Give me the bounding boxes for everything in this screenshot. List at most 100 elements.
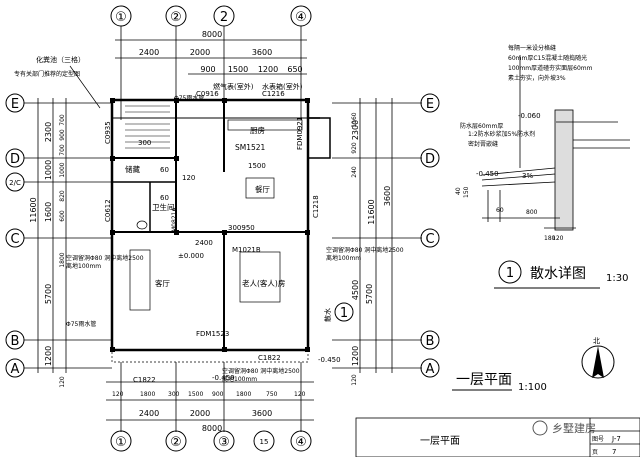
window-c0612: C0612	[104, 199, 112, 222]
svg-text:15: 15	[260, 438, 269, 446]
title-block-name: 一层平面	[420, 435, 460, 447]
title-block	[355, 417, 640, 457]
right-detail-3: 920	[351, 142, 358, 154]
left-dimensions	[24, 98, 112, 373]
bottom-detail-2: 1800	[140, 391, 155, 398]
svg-text:2/C: 2/C	[9, 179, 21, 187]
stair-window-label: SM1521	[235, 143, 266, 152]
bottom-detail-1: 120	[112, 391, 124, 398]
dim-60a: 60	[160, 166, 169, 174]
right-grid-axis-A: A	[420, 358, 440, 378]
top-dimensions	[115, 26, 307, 120]
left-detail-6: 600	[59, 210, 66, 222]
svg-text:一层平面: 一层平面	[456, 372, 512, 388]
window-c1216: C1216	[262, 90, 285, 98]
left-grid-axis-E: E	[5, 93, 25, 113]
svg-text:2: 2	[220, 10, 228, 25]
bottom-grid-axis-sub: 15	[253, 430, 275, 452]
bottom-dimensions	[106, 362, 314, 432]
floor-plan-walls	[110, 98, 331, 363]
door-fdm0921: FDM0921	[296, 117, 304, 150]
drainage-detail-drawing	[481, 55, 630, 231]
bottom-detail-6: 1800	[236, 391, 251, 398]
bottom-detail-8: 120	[294, 391, 306, 398]
detail-note-3: 100mm厚道碴夯实面层60mm	[508, 64, 593, 72]
right-total-dim: 11600	[367, 199, 376, 224]
north-arrow: 北	[581, 337, 615, 379]
svg-text:B: B	[11, 334, 20, 349]
svg-text:B: B	[426, 334, 435, 349]
bottom-total-dim: 8000	[202, 424, 222, 433]
svg-text:乡墅建房: 乡墅建房	[552, 421, 596, 435]
stair-steps	[125, 105, 170, 149]
detail-note-2: 60mm厚C15混凝土随捣随光	[508, 54, 587, 62]
toilet	[136, 220, 148, 230]
bottom-detail-5: 900	[212, 391, 224, 398]
ac-height-1: 离地100mm	[66, 262, 101, 270]
svg-text:1: 1	[506, 266, 514, 281]
right-grid-axis-C: C	[420, 228, 440, 248]
watermark: 乡墅建房	[532, 420, 596, 436]
top-dim-3: 3600	[252, 48, 272, 57]
pipe-water: 水表箱(室外)	[262, 82, 303, 91]
right-detail-4: 120	[351, 374, 358, 386]
title-block-page-value: 7	[612, 448, 616, 456]
detail-title: 1 散水详图 1:30	[494, 260, 628, 289]
sofa	[129, 249, 151, 311]
top-grid-axis-4: ④	[290, 5, 312, 27]
svg-text:④: ④	[295, 10, 307, 25]
right-dim-4: 3600	[383, 186, 392, 206]
bed	[239, 251, 281, 303]
svg-text:散水详图: 散水详图	[530, 266, 586, 282]
top-dim-1: 2400	[139, 48, 159, 57]
detail-dim-120: 120	[552, 235, 564, 242]
detail-dim-150: 150	[463, 186, 470, 198]
right-detail-2: 240	[351, 166, 358, 178]
svg-text:1: 1	[340, 306, 348, 321]
left-dim-1: 2300	[44, 122, 53, 142]
window-c1822b: C1822	[258, 354, 281, 362]
bottom-detail-7: 750	[266, 391, 278, 398]
svg-text:A: A	[11, 362, 20, 377]
left-grid-axis-D: D	[5, 148, 25, 168]
ac-note-3: 空调留洞Φ80 洞中离地2500	[222, 367, 300, 375]
window-c1218: C1218	[312, 195, 320, 218]
room-dining: 餐厅	[255, 185, 270, 194]
room-storage: 储藏	[125, 164, 140, 174]
left-dim-3: 1600	[44, 202, 53, 222]
svg-text:④: ④	[295, 435, 307, 450]
dim-120: 120	[182, 174, 195, 182]
door-m0821a: M0821A	[171, 207, 178, 232]
left-grid-axis-B: B	[5, 330, 25, 350]
right-detail-1: 1160	[351, 112, 358, 127]
room-kitchen: 厨房	[250, 125, 265, 135]
elev-zero: ±0.000	[178, 252, 204, 260]
dining-table	[245, 177, 275, 199]
left-detail-4: 1000	[59, 162, 66, 177]
drain-label: 散水	[323, 308, 332, 322]
pipe-gas: 燃气表(室外)	[213, 82, 254, 91]
right-dim-5: 4500	[351, 280, 360, 300]
bottom-dim-2: 2000	[190, 409, 210, 418]
room-elder: 老人(客人)房	[242, 278, 285, 288]
top-grid-axis-2: ②	[165, 5, 187, 27]
elev-neg-450b: -0.450	[212, 374, 235, 382]
septic-label: 化粪池（三格）	[36, 55, 85, 64]
kitchen-counter	[227, 119, 303, 131]
title-block-tuhao-label: 图号	[592, 436, 604, 443]
title-block-page-label: 页	[592, 449, 598, 456]
top-dim-6: 1200	[258, 65, 278, 74]
dim-1500: 1500	[248, 162, 266, 170]
septic-leader	[69, 65, 101, 109]
svg-text:1:100: 1:100	[518, 382, 547, 393]
top-dim-4: 900	[200, 65, 215, 74]
svg-text:北: 北	[593, 337, 600, 345]
right-dim-7: 1200	[351, 346, 360, 366]
detail-dim-60: 60	[496, 207, 504, 214]
window-c1822a: C1822	[133, 376, 156, 384]
left-dim-4: 5700	[44, 284, 53, 304]
septic-note: 专有关部门推荐的定型图	[14, 70, 80, 78]
dim-2400: 2400	[195, 239, 213, 247]
bottom-grid-axis-2: ②	[165, 430, 187, 452]
